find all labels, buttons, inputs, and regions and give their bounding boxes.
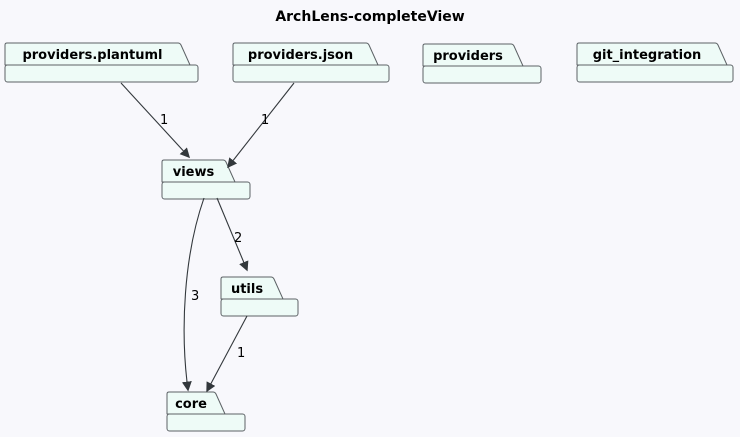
edge-views-to-utils: 2 [216, 197, 249, 272]
package-node-providers.json: providers.json [232, 42, 390, 83]
package-label: git_integration [593, 48, 702, 63]
package-label: views [173, 165, 215, 180]
package-body [166, 413, 246, 432]
package-body [220, 298, 299, 317]
edge-line [181, 197, 205, 392]
package-tab [4, 42, 191, 66]
edge-multiplicity-label: 2 [234, 231, 242, 246]
edge-multiplicity-label: 1 [160, 113, 168, 128]
edge-multiplicity-label: 1 [261, 113, 269, 128]
package-body [4, 64, 199, 83]
edge-line [227, 82, 295, 169]
package-body [576, 64, 734, 83]
package-tab [232, 42, 379, 66]
package-node-core: core [166, 391, 246, 432]
package-body [161, 181, 251, 200]
package-node-providers: providers [422, 43, 542, 84]
package-label: utils [231, 282, 263, 297]
edge-utils-to-core: 1 [206, 315, 248, 393]
package-label: providers.plantuml [22, 48, 162, 63]
package-node-views: views [161, 159, 251, 200]
package-tab [422, 43, 524, 67]
package-tab [161, 159, 236, 183]
edge-line [206, 315, 248, 393]
package-node-git_integration: git_integration [576, 42, 734, 83]
package-tab [576, 42, 728, 66]
edge-line [216, 197, 249, 272]
edge-line [120, 82, 191, 159]
edge-providers.plantuml-to-views: 1 [120, 82, 191, 159]
package-label: providers [433, 49, 503, 64]
edge-multiplicity-label: 3 [191, 289, 199, 304]
edge-multiplicity-label: 1 [237, 346, 245, 361]
package-body [232, 64, 390, 83]
edge-providers.json-to-views: 1 [227, 82, 295, 169]
package-label: providers.json [248, 48, 353, 63]
package-label: core [175, 397, 207, 412]
edge-views-to-core: 3 [181, 197, 205, 392]
package-node-providers.plantuml: providers.plantuml [4, 42, 199, 83]
package-body [422, 65, 542, 84]
diagram-title: ArchLens-completeView [275, 9, 465, 25]
package-tab [220, 276, 284, 300]
package-node-utils: utils [220, 276, 299, 317]
